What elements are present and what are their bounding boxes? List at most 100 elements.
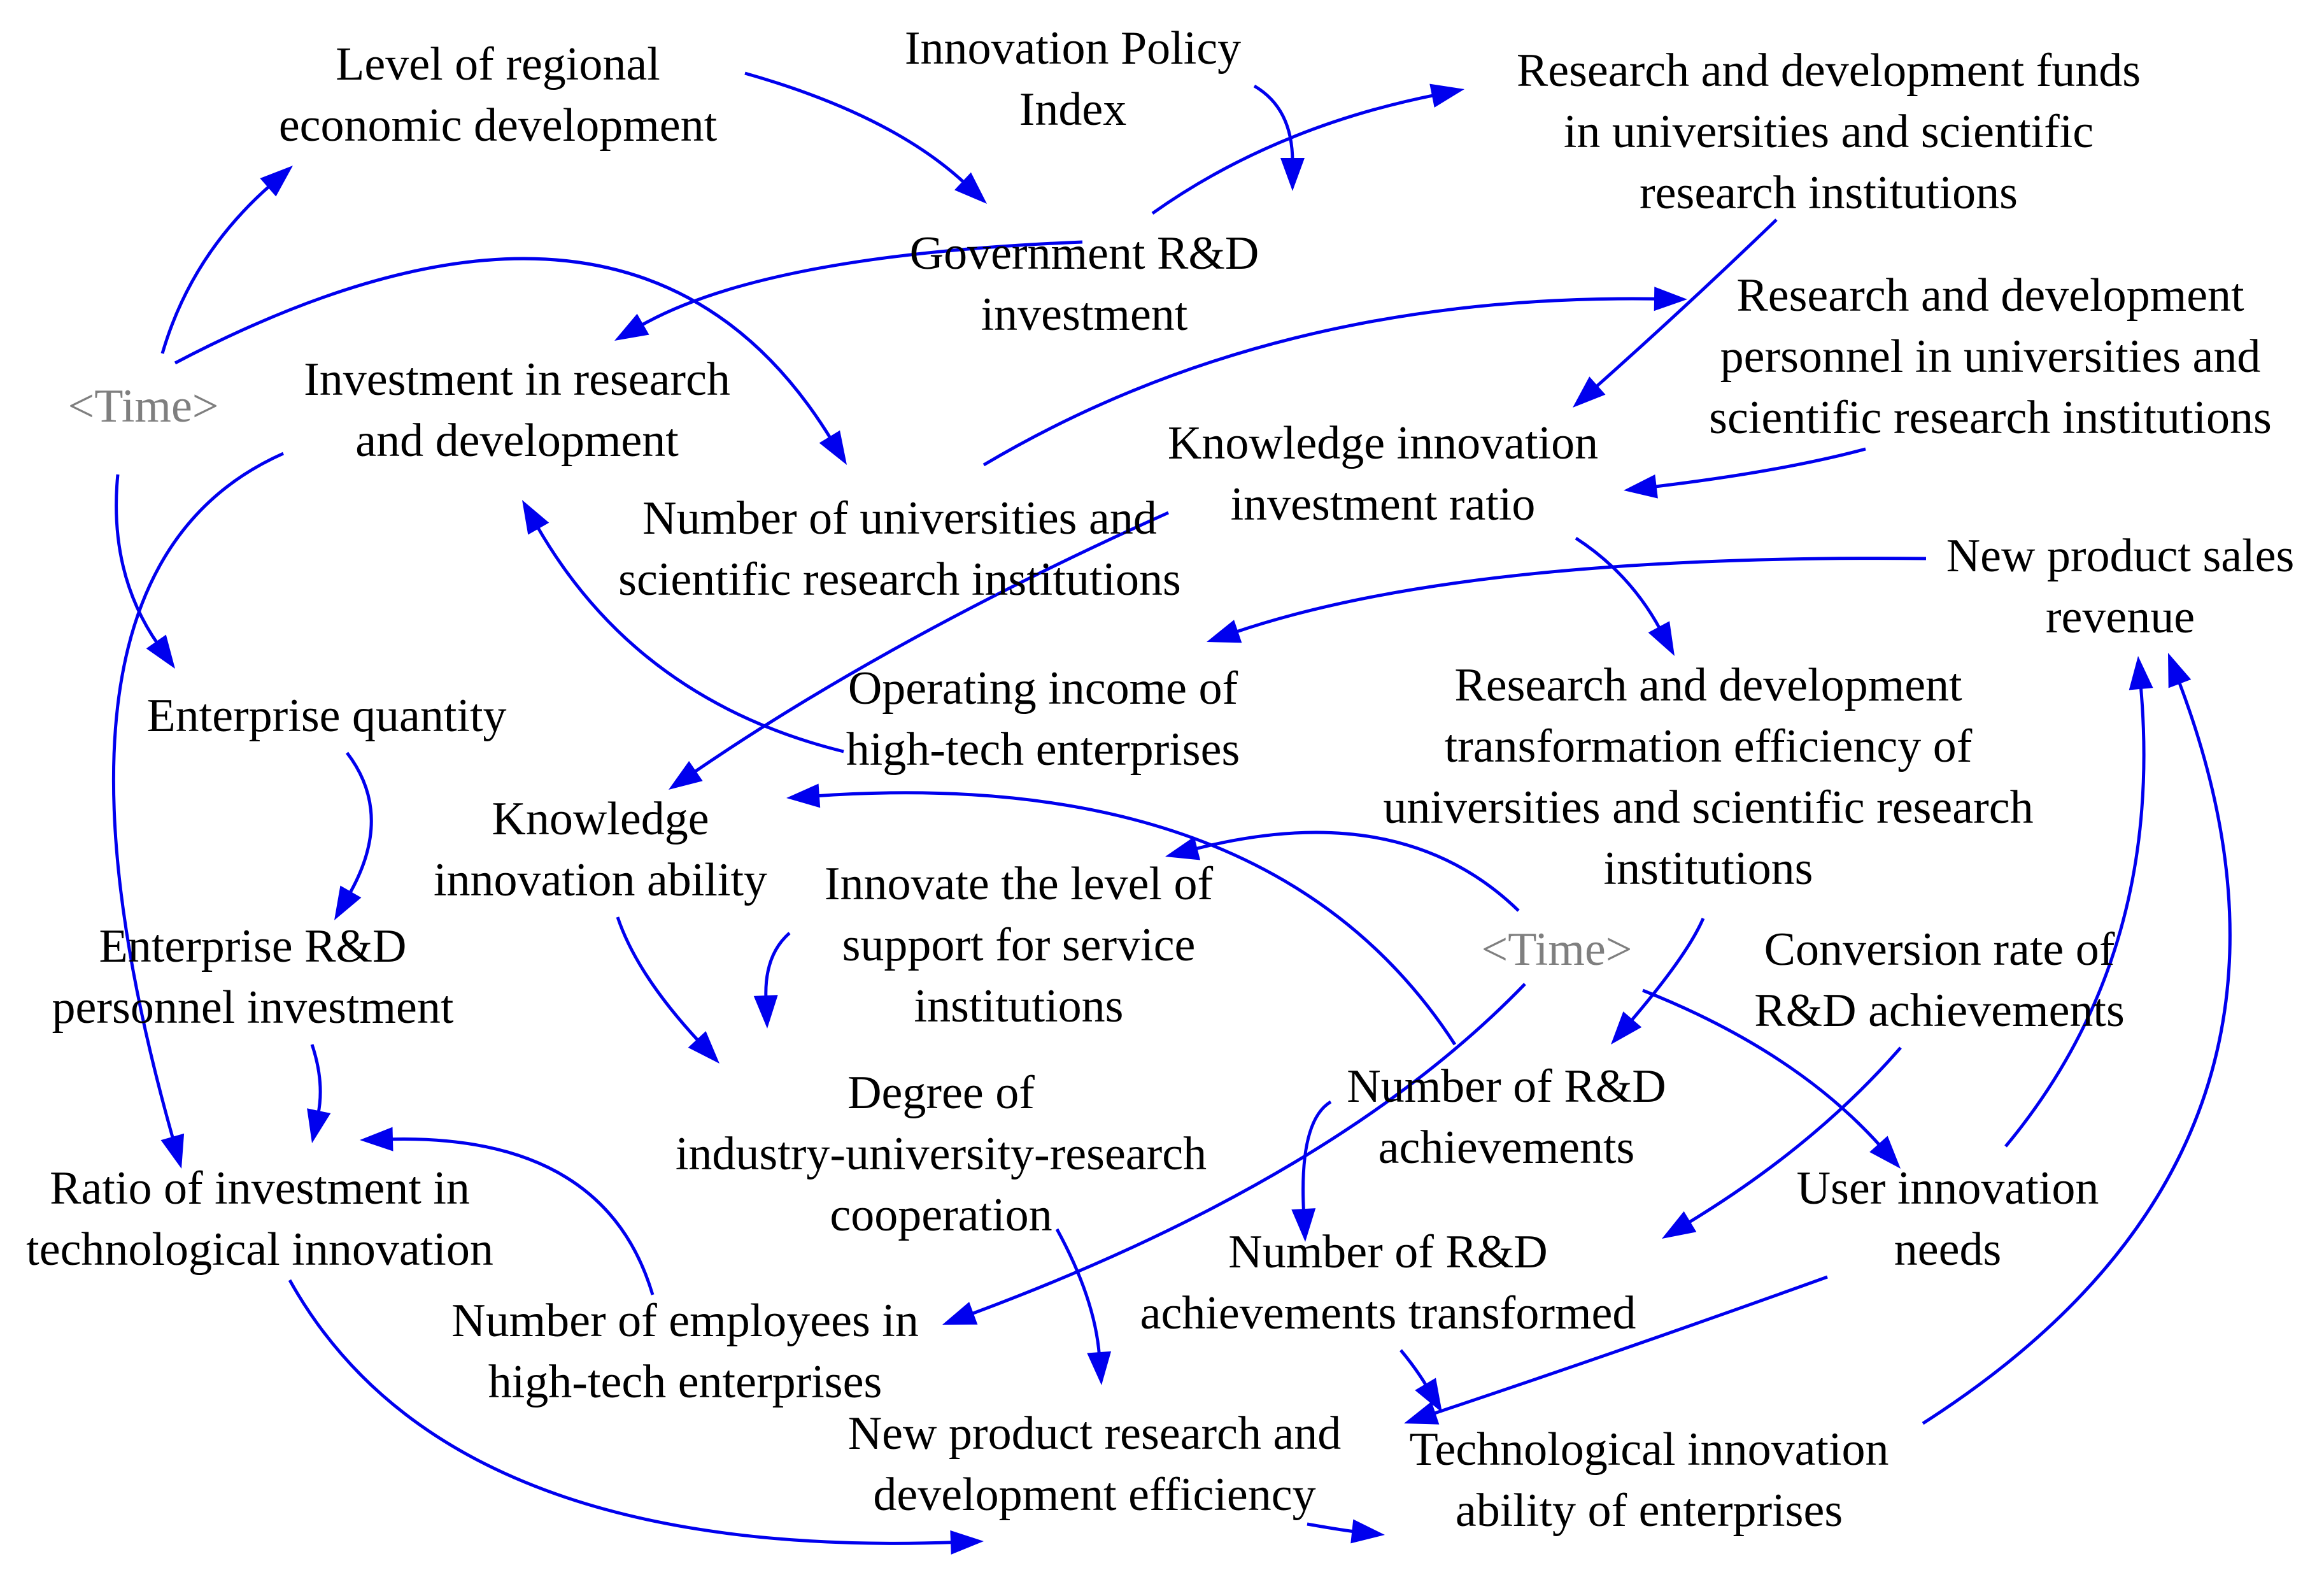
variable-label-line: personnel in universities and [1720, 331, 2261, 383]
causal-link [669, 511, 1170, 790]
variable-label-line: Number of employees in [451, 1295, 919, 1347]
arrowhead [1624, 474, 1658, 499]
arrowhead [360, 1127, 393, 1151]
link-curve [639, 240, 1083, 328]
link-curve [1233, 557, 1927, 634]
arrowhead [669, 760, 703, 790]
link-curve [744, 71, 967, 185]
variable-label-line: Government R&D [910, 227, 1259, 280]
variable-label-line: Number of universities and [642, 492, 1157, 545]
variable-label-line: Number of R&D [1228, 1226, 1548, 1278]
link-curve [1151, 93, 1436, 215]
variable-label-line: technological innovation [26, 1223, 493, 1276]
variable-label-line: development efficiency [873, 1469, 1315, 1521]
variable-label-line: economic development [279, 99, 718, 152]
arrowhead [1429, 83, 1464, 108]
link-curve [346, 752, 373, 896]
causal-link [111, 452, 285, 1169]
link-curve [1399, 1349, 1429, 1388]
variable-label-line: investment [981, 289, 1188, 341]
link-curve [969, 983, 1526, 1316]
variable-label-line: Conversion rate of [1764, 923, 2115, 976]
link-curve [160, 183, 273, 354]
variable-rd-transformation-efficiency: Research and development transformation e… [1383, 659, 2033, 895]
variable-label-line: transformation efficiency of [1445, 720, 1973, 773]
link-curve [1307, 1522, 1356, 1534]
arrowhead [1087, 1351, 1112, 1385]
link-curve [1431, 1275, 1828, 1416]
link-curve [982, 297, 1659, 467]
link-curve [388, 1137, 655, 1295]
variable-label-line: Index [1019, 83, 1127, 136]
variable-label-line: R&D achievements [1754, 985, 2125, 1037]
variable-label-line: User innovation [1797, 1162, 2099, 1215]
variable-label-line: personnel investment [52, 981, 454, 1034]
link-curve [764, 932, 791, 1000]
arrowhead [1350, 1519, 1385, 1544]
variable-label-line: achievements transformed [1140, 1287, 1636, 1339]
variable-time-top: <Time> [67, 380, 218, 432]
causal-link [1253, 84, 1305, 191]
variable-label-line: Knowledge innovation [1168, 417, 1598, 469]
arrowhead [819, 430, 847, 465]
causal-link [1055, 1228, 1112, 1385]
variable-label-line: Innovate the level of [825, 858, 1214, 910]
arrowhead [307, 1108, 331, 1143]
links-layer [111, 71, 2232, 1555]
causal-link [115, 474, 175, 669]
causal-link [616, 916, 719, 1064]
link-curve [1922, 680, 2232, 1425]
variable-label-line: Research and development funds [1517, 45, 2141, 97]
variable-label-line: Innovation Policy [905, 22, 1241, 75]
arrowhead [334, 885, 362, 920]
link-curve [310, 1044, 322, 1115]
variable-label-line: universities and scientific research [1383, 781, 2033, 834]
variable-label-line: high-tech enterprises [488, 1356, 882, 1408]
causal-link [334, 752, 373, 920]
variable-label-line: Technological innovation [1409, 1423, 1888, 1476]
arrowhead [1165, 836, 1201, 860]
variable-label-line: ability of enterprises [1456, 1485, 1843, 1537]
variable-label-line: institutions [914, 980, 1124, 1032]
causal-link [1399, 1349, 1442, 1413]
link-curve [1593, 218, 1778, 390]
variable-label-line: Enterprise quantity [146, 690, 506, 742]
variable-label-line: investment ratio [1231, 478, 1536, 531]
causal-link [1575, 536, 1675, 656]
variable-label-line: Number of R&D [1347, 1060, 1666, 1113]
arrowhead [1291, 1208, 1316, 1242]
variable-employees-hightech: Number of employees in high-tech enterpri… [451, 1295, 919, 1408]
causal-link [2004, 656, 2153, 1148]
variable-label-line: Ratio of investment in [50, 1162, 470, 1215]
variable-label-line: innovation ability [434, 854, 767, 906]
variable-label-line: Research and development [1454, 659, 1962, 711]
link-curve [1629, 918, 1705, 1023]
arrowhead [688, 1030, 719, 1064]
causal-link [160, 166, 293, 354]
variable-label-line: high-tech enterprises [846, 723, 1240, 776]
causal-link [982, 287, 1687, 467]
link-curve [815, 791, 1457, 1046]
arrowhead [1415, 1378, 1442, 1413]
link-curve [1055, 1228, 1102, 1357]
causal-link [753, 932, 791, 1029]
variable-label-line: research institutions [1640, 167, 2018, 219]
variable-label-line: Research and development [1736, 269, 2244, 322]
arrowhead [1662, 1211, 1697, 1239]
causal-link [522, 500, 844, 753]
causal-link [1404, 1275, 1828, 1425]
variable-label-line: <Time> [67, 380, 218, 432]
causal-link [1922, 653, 2232, 1425]
variable-label-line: cooperation [830, 1189, 1052, 1241]
causal-link [1291, 1100, 1332, 1242]
link-curve [288, 1279, 955, 1545]
causal-link [1573, 218, 1778, 408]
